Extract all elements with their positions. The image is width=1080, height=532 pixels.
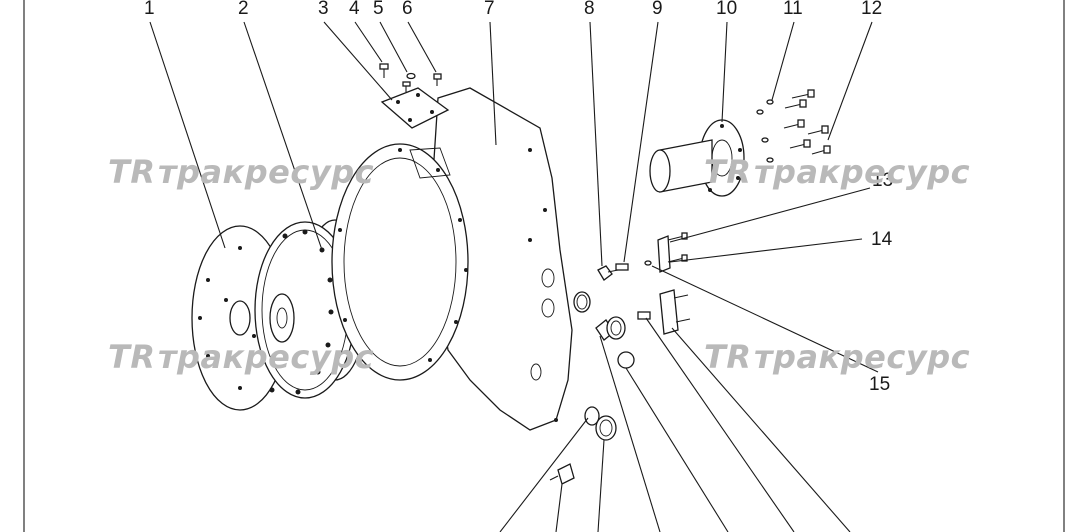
part-bolt-14 <box>667 254 688 263</box>
callout-10: 10 <box>716 0 737 19</box>
leader-11 <box>771 21 795 101</box>
part-spring-b <box>637 311 651 320</box>
part-bracket-d <box>659 289 691 335</box>
watermark-top-right: TR трак­ресурс <box>704 153 970 191</box>
part-bolts-12 <box>783 89 831 155</box>
leader-1 <box>149 21 226 249</box>
watermark-text: трак­ресурс <box>158 338 374 376</box>
part-spring-9 <box>615 263 629 271</box>
callout-12: 12 <box>861 0 882 19</box>
callout-6: 6 <box>402 0 413 19</box>
leader-7 <box>489 21 497 146</box>
part-bolt-4 <box>379 63 389 78</box>
leader-15 <box>651 265 879 373</box>
callout-8: 8 <box>584 0 595 19</box>
watermark-text: трак­ресурс <box>158 153 374 191</box>
part-bracket-13 <box>657 232 688 273</box>
leader-8 <box>589 21 603 267</box>
leader-2 <box>243 21 323 251</box>
drawing-frame <box>23 0 1065 532</box>
leader-14 <box>669 238 863 263</box>
part-washer-15 <box>644 260 652 266</box>
part-washer-5 <box>402 72 416 92</box>
part-o-ring <box>573 291 591 313</box>
callout-13: 13 <box>872 170 893 191</box>
watermark-text: трак­ресурс <box>754 153 970 191</box>
leader-10 <box>721 21 728 123</box>
watermarks: TR трак­ресурс TR трак­ресурс TR трак­ре… <box>108 153 970 376</box>
watermark-bottom-left: TR трак­ресурс <box>108 338 374 376</box>
callout-1: 1 <box>144 0 155 19</box>
callout-15: 15 <box>869 374 890 395</box>
watermark-top-left: TR трак­ресурс <box>108 153 374 191</box>
callout-7: 7 <box>484 0 495 19</box>
callout-labels: 1 2 3 4 5 6 7 8 9 10 11 12 13 14 15 <box>144 0 893 395</box>
part-fitting-e <box>584 406 617 441</box>
callout-5: 5 <box>373 0 384 19</box>
callout-14: 14 <box>871 229 893 250</box>
leader-5 <box>379 21 408 73</box>
part-washers-11 <box>756 99 774 163</box>
callout-9: 9 <box>652 0 663 19</box>
watermark-monogram: TR <box>704 338 751 376</box>
watermark-monogram: TR <box>108 338 155 376</box>
leader-lines <box>149 21 879 532</box>
part-cover-plate <box>380 87 450 129</box>
part-bolt-8 <box>597 265 619 281</box>
leader-13 <box>669 187 871 243</box>
callout-3: 3 <box>318 0 329 19</box>
part-nut-c <box>617 351 635 369</box>
part-nipple-f <box>549 463 575 485</box>
part-fitting-a <box>595 316 626 341</box>
watermark-text: трак­ресурс <box>754 338 970 376</box>
watermark-monogram: TR <box>108 153 155 191</box>
part-plug-6 <box>433 73 442 86</box>
leader-12 <box>827 21 873 141</box>
part-main-housing <box>331 87 573 431</box>
leader-9 <box>623 21 659 263</box>
leader-3 <box>323 21 393 101</box>
watermark-monogram: TR <box>704 153 751 191</box>
watermark-bottom-right: TR трак­ресурс <box>704 338 970 376</box>
leader-4 <box>354 21 383 63</box>
callout-11: 11 <box>783 0 803 19</box>
leader-6 <box>407 21 437 73</box>
callout-2: 2 <box>238 0 249 19</box>
callout-4: 4 <box>349 0 360 19</box>
